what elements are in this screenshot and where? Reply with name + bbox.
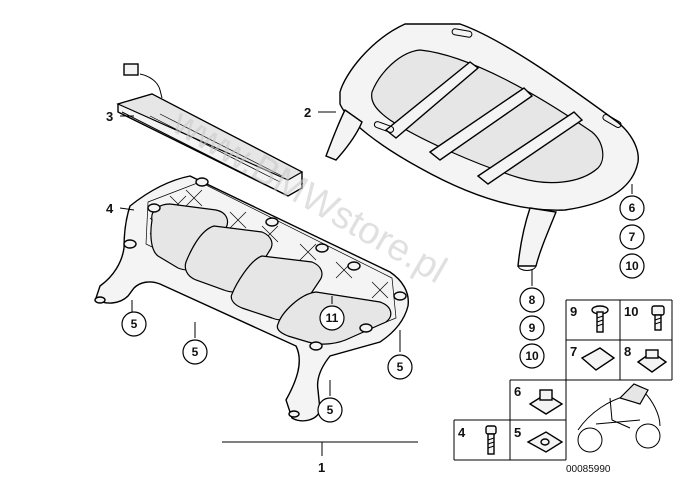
led-light-bar[interactable] — [116, 63, 304, 197]
callout-10-top[interactable]: 10 — [619, 253, 645, 279]
label-part-3: 3 — [106, 109, 113, 124]
legend-cell-9-screw[interactable]: 9 — [570, 304, 609, 333]
legend-cell-8-clip[interactable]: 8 — [624, 344, 668, 373]
callout-5-center[interactable]: 5 — [182, 339, 208, 365]
svg-text:6: 6 — [514, 384, 521, 399]
legend-cell-7-pad[interactable]: 7 — [570, 344, 616, 371]
svg-text:5: 5 — [131, 317, 138, 331]
svg-text:10: 10 — [525, 349, 539, 363]
legend-cell-4-bolt[interactable]: 4 — [458, 425, 497, 455]
svg-text:7: 7 — [629, 230, 636, 244]
base-plate[interactable] — [94, 175, 409, 422]
legend-cell-10-bolt[interactable]: 10 — [624, 304, 665, 331]
svg-text:10: 10 — [625, 259, 639, 273]
hardware-legend — [453, 299, 673, 461]
svg-text:6: 6 — [629, 201, 636, 215]
callout-10-bottom[interactable]: 10 — [519, 343, 545, 369]
svg-text:5: 5 — [397, 360, 404, 374]
callout-7[interactable]: 7 — [619, 224, 645, 250]
svg-text:7: 7 — [570, 344, 577, 359]
callout-5-left[interactable]: 5 — [121, 311, 147, 337]
svg-text:4: 4 — [458, 425, 466, 440]
legend-cell-5-washer[interactable]: 5 — [514, 425, 564, 453]
callout-8[interactable]: 8 — [519, 287, 545, 313]
svg-text:11: 11 — [326, 311, 339, 325]
label-part-4: 4 — [106, 201, 114, 216]
callout-5-bottom[interactable]: 5 — [317, 397, 343, 423]
svg-text:8: 8 — [529, 293, 536, 307]
svg-text:5: 5 — [514, 425, 521, 440]
callout-9[interactable]: 9 — [519, 315, 545, 341]
svg-text:8: 8 — [624, 344, 631, 359]
callout-5-right[interactable]: 5 — [387, 354, 413, 380]
svg-text:5: 5 — [327, 403, 334, 417]
callout-6[interactable]: 6 — [619, 195, 645, 221]
svg-text:5: 5 — [192, 345, 199, 359]
catalog-number: 00085990 — [566, 464, 611, 475]
callout-11[interactable]: 11 — [319, 305, 345, 331]
label-part-2: 2 — [304, 105, 311, 120]
svg-text:10: 10 — [624, 304, 638, 319]
motorcycle-illustration — [577, 383, 661, 453]
svg-text:9: 9 — [570, 304, 577, 319]
svg-text:9: 9 — [529, 321, 536, 335]
leader-lines — [119, 111, 633, 456]
label-part-1: 1 — [318, 460, 325, 475]
luggage-rack[interactable] — [325, 23, 639, 271]
legend-cell-6-grommet[interactable]: 6 — [514, 384, 564, 415]
